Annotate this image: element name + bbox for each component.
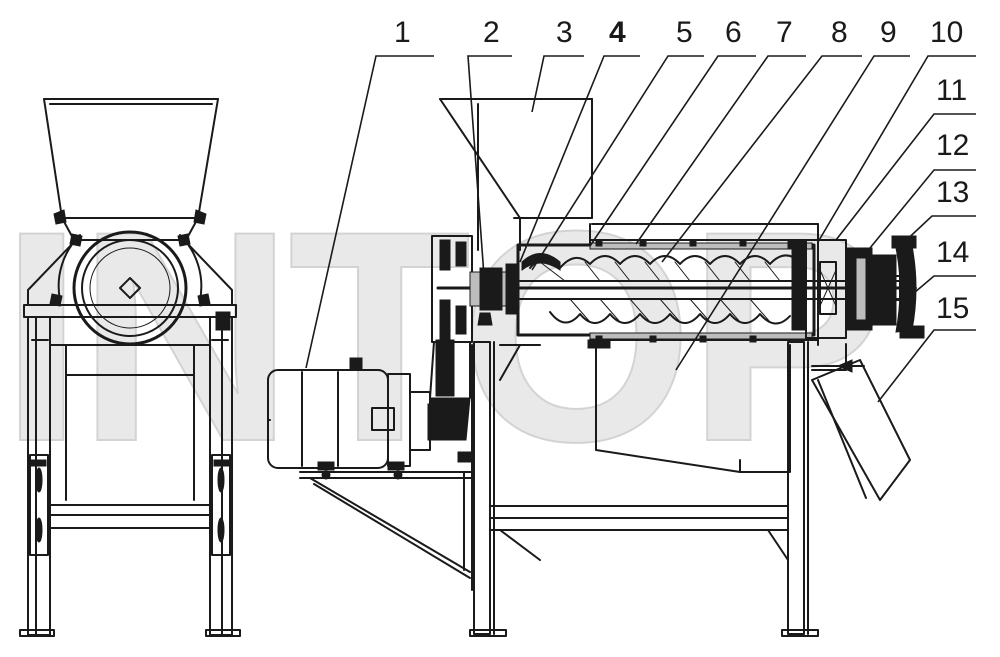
callout-label: 5 [676,16,693,49]
callout-label: 6 [725,16,742,49]
callout-label: 4 [609,16,626,49]
side-view [267,98,925,637]
end-view-housing [27,230,233,346]
callout-13: 13 [899,176,976,247]
side-view-barrel [436,223,906,349]
callout-12: 12 [869,129,976,249]
callout-2: 2 [467,16,512,277]
callout-10: 10 [817,16,976,243]
callout-7: 7 [635,16,806,245]
side-view-press-head [791,235,925,339]
callout-label: 10 [930,16,963,49]
callout-1: 1 [305,16,434,369]
callout-9: 9 [675,16,910,371]
callout-3: 3 [531,16,584,113]
callout-4: 4 [519,16,640,263]
end-view-hopper [43,98,219,241]
callout-15: 15 [877,292,976,403]
side-view-hopper [439,98,593,251]
callout-14: 14 [907,236,976,299]
callouts: 1 2 3 4 5 6 7 8 [305,16,976,403]
callout-label: 2 [483,16,500,49]
callout-label: 12 [936,129,969,162]
callout-label: 8 [831,16,848,49]
side-view-frame [463,341,911,637]
callout-label: 15 [936,292,969,325]
end-view [19,98,241,637]
callout-label: 7 [776,16,793,49]
callout-label: 14 [936,236,969,269]
callout-label: 9 [880,16,897,49]
callout-label: 13 [936,176,969,209]
callout-6: 6 [589,16,756,247]
callout-label: 3 [556,16,573,49]
callout-label: 1 [394,16,411,49]
callout-label: 11 [936,74,967,107]
callout-11: 11 [835,74,976,241]
callout-5: 5 [531,16,704,271]
callout-8: 8 [661,16,862,263]
side-view-drive [267,235,519,579]
end-view-frame [19,304,241,637]
